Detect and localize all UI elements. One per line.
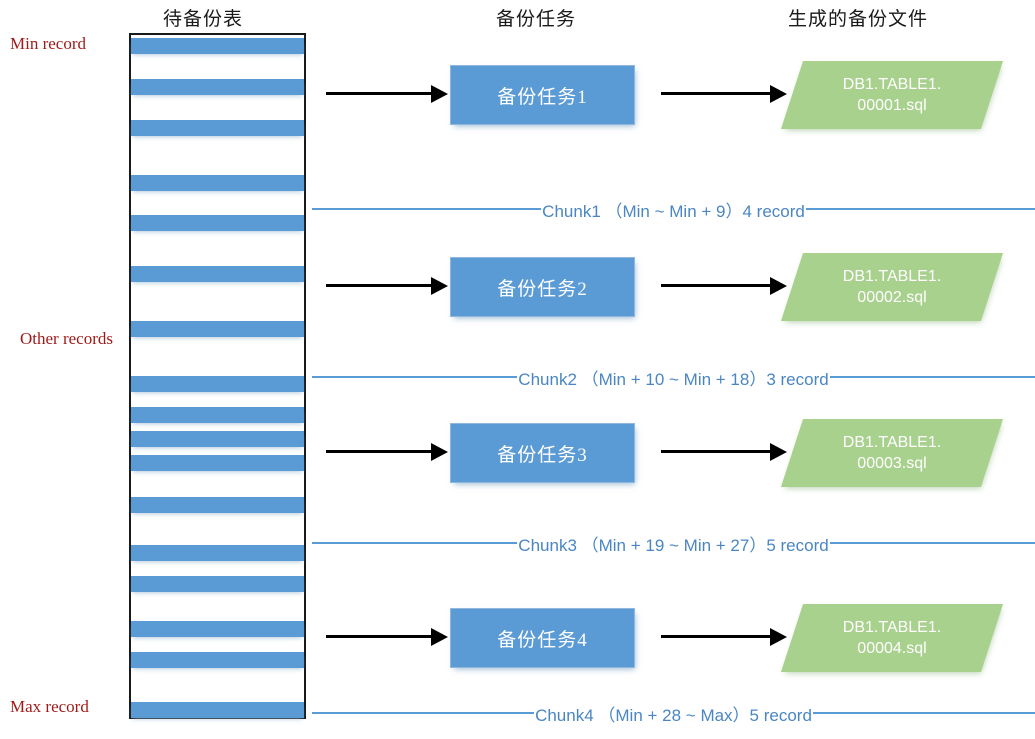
- record-bar: [131, 266, 304, 282]
- task-box-label: 备份任务2: [497, 278, 588, 300]
- chunk-row-2: Chunk2 （Min + 10 ~ Min + 18）3 record: [312, 364, 1035, 390]
- task-box-3[interactable]: 备份任务3: [450, 423, 635, 483]
- task-box-1[interactable]: 备份任务1: [450, 65, 635, 125]
- chunk-line-left: [312, 376, 518, 378]
- record-bar: [131, 652, 304, 668]
- arrow-head: [770, 277, 787, 295]
- arrow-head: [431, 85, 448, 103]
- record-bar: [131, 175, 304, 191]
- task-box-2[interactable]: 备份任务2: [450, 257, 635, 317]
- arrow-shaft: [661, 635, 770, 638]
- record-bar: [131, 120, 304, 136]
- backup-file-1[interactable]: DB1.TABLE1. 00001.sql: [780, 61, 1004, 129]
- record-bar: [131, 79, 304, 95]
- file-name-line2: 00003.sql: [857, 455, 927, 472]
- file-name-line2: 00004.sql: [857, 640, 927, 657]
- chunk-row-3: Chunk3 （Min + 19 ~ Min + 27）5 record: [312, 530, 1035, 556]
- chunk-label-3: Chunk3 （Min + 19 ~ Min + 27）5 record: [518, 535, 829, 555]
- label-other-records: Other records: [20, 329, 113, 348]
- arrow-head: [770, 443, 787, 461]
- task-box-label: 备份任务1: [497, 86, 588, 108]
- arrow-table-to-task-2: [326, 277, 448, 295]
- label-min-record: Min record: [10, 34, 87, 53]
- chunk-line-right: [829, 376, 1035, 378]
- record-bar: [131, 621, 304, 637]
- record-bar: [131, 407, 304, 423]
- backup-file-3[interactable]: DB1.TABLE1. 00003.sql: [780, 419, 1004, 487]
- record-bar: [131, 455, 304, 471]
- arrow-task-to-file-1: [661, 85, 787, 103]
- chunk-line-left: [312, 712, 535, 714]
- backup-file-label: DB1.TABLE1. 00002.sql: [792, 253, 992, 321]
- chunk-line-right: [812, 712, 1035, 714]
- record-bar: [131, 38, 304, 54]
- arrow-head: [431, 443, 448, 461]
- file-name-line1: DB1.TABLE1.: [842, 268, 942, 285]
- arrow-task-to-file-2: [661, 277, 787, 295]
- arrow-shaft: [326, 450, 431, 453]
- file-name-line2: 00001.sql: [857, 97, 927, 114]
- column-header-table: 待备份表: [163, 9, 244, 30]
- column-header-file: 生成的备份文件: [788, 9, 929, 30]
- arrow-shaft: [326, 635, 431, 638]
- arrow-shaft: [661, 92, 770, 95]
- arrow-shaft: [661, 284, 770, 287]
- arrow-head: [431, 277, 448, 295]
- label-max-record: Max record: [10, 697, 89, 716]
- arrow-task-to-file-3: [661, 443, 787, 461]
- backup-file-label: DB1.TABLE1. 00001.sql: [792, 61, 992, 129]
- chunk-line-left: [312, 542, 518, 544]
- record-table: [129, 33, 306, 719]
- arrow-table-to-task-1: [326, 85, 448, 103]
- backup-file-4[interactable]: DB1.TABLE1. 00004.sql: [780, 604, 1004, 672]
- file-name-line1: DB1.TABLE1.: [842, 76, 942, 93]
- task-box-4[interactable]: 备份任务4: [450, 608, 635, 668]
- arrow-head: [431, 628, 448, 646]
- arrow-shaft: [661, 450, 770, 453]
- record-bar: [131, 376, 304, 392]
- backup-file-label: DB1.TABLE1. 00004.sql: [792, 604, 992, 672]
- chunk-label-2: Chunk2 （Min + 10 ~ Min + 18）3 record: [518, 369, 829, 389]
- chunk-line-right: [829, 542, 1035, 544]
- record-bar: [131, 545, 304, 561]
- record-bar: [131, 702, 304, 718]
- chunk-row-1: Chunk1 （Min ~ Min + 9）4 record: [312, 196, 1035, 222]
- chunk-row-4: Chunk4 （Min + 28 ~ Max）5 record: [312, 700, 1035, 726]
- task-box-label: 备份任务4: [497, 629, 588, 651]
- arrow-shaft: [326, 92, 431, 95]
- arrow-shaft: [326, 284, 431, 287]
- chunk-label-4: Chunk4 （Min + 28 ~ Max）5 record: [535, 705, 812, 725]
- arrow-task-to-file-4: [661, 628, 787, 646]
- record-bar: [131, 215, 304, 231]
- arrow-head: [770, 628, 787, 646]
- chunk-label-1: Chunk1 （Min ~ Min + 9）4 record: [542, 201, 805, 221]
- backup-file-label: DB1.TABLE1. 00003.sql: [792, 419, 992, 487]
- record-bar: [131, 321, 304, 337]
- arrow-table-to-task-3: [326, 443, 448, 461]
- arrow-table-to-task-4: [326, 628, 448, 646]
- task-box-label: 备份任务3: [497, 444, 588, 466]
- chunk-line-right: [805, 208, 1035, 210]
- chunk-line-left: [312, 208, 542, 210]
- file-name-line1: DB1.TABLE1.: [842, 619, 942, 636]
- backup-file-2[interactable]: DB1.TABLE1. 00002.sql: [780, 253, 1004, 321]
- column-header-task: 备份任务: [496, 9, 577, 30]
- record-bar: [131, 497, 304, 513]
- file-name-line2: 00002.sql: [857, 289, 927, 306]
- record-bar: [131, 576, 304, 592]
- record-bar: [131, 431, 304, 447]
- arrow-head: [770, 85, 787, 103]
- file-name-line1: DB1.TABLE1.: [842, 434, 942, 451]
